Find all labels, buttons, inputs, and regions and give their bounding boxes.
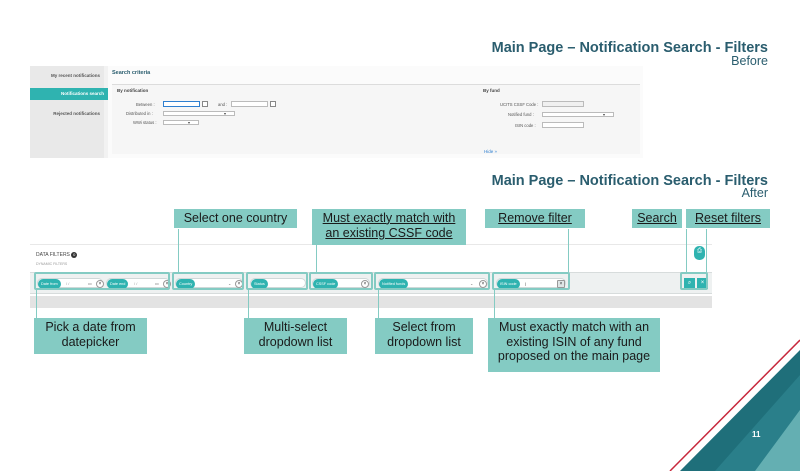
chevron-down-icon: ▾ <box>602 112 605 117</box>
close-icon[interactable]: × <box>163 280 171 288</box>
cssf-code-label: UCITS CSSF Code : <box>500 102 539 107</box>
subtitle-before: Before <box>731 54 768 68</box>
arrow-select <box>378 290 379 318</box>
title-after: Main Page – Notification Search - Filter… <box>491 173 768 189</box>
and-input[interactable] <box>231 101 268 107</box>
arrow-isin <box>494 290 495 318</box>
distributed-select[interactable]: ▾ <box>163 111 235 116</box>
page-number: 11 <box>752 430 761 439</box>
criteria-panel <box>112 84 640 154</box>
notified-fund-label: Notified fund : <box>508 112 534 117</box>
arrow-remove <box>568 229 569 272</box>
highlight-status <box>246 272 308 290</box>
close-icon[interactable]: × <box>557 280 565 288</box>
notified-funds-label: Notified funds <box>379 279 409 289</box>
callout-datepicker: Pick a date from datepicker <box>34 318 147 354</box>
isin-input-cursor[interactable]: | <box>525 281 527 286</box>
wwi-status-select[interactable]: ▾ <box>163 120 199 125</box>
date-end-label: Date end <box>107 279 129 289</box>
by-notification-heading: By notification <box>117 88 149 93</box>
highlight-buttons <box>680 272 708 290</box>
country-filter[interactable]: Country ⌄ × <box>175 278 243 289</box>
status-label: Status <box>251 279 268 289</box>
close-icon[interactable]: × <box>96 280 104 288</box>
reset-icon[interactable]: × <box>697 278 708 289</box>
country-label: Country <box>176 279 196 289</box>
wwi-status-label: WWi status : <box>133 120 157 125</box>
calendar-icon[interactable] <box>270 101 276 107</box>
highlight-cssf <box>309 272 373 290</box>
arrow-search <box>686 229 687 272</box>
chevron-down-icon[interactable]: ⌄ <box>228 281 232 286</box>
and-label: and : <box>218 102 228 107</box>
cssf-code-filter[interactable]: CSSF code × <box>312 278 370 289</box>
callout-remove-filter: Remove filter <box>485 209 585 228</box>
cssf-code-label: CSSF code <box>313 279 339 289</box>
arrow-cssf <box>316 244 317 272</box>
before-sidebar: My recent notifications Notifications se… <box>30 66 108 158</box>
sidebar-item-search[interactable]: Notifications search <box>30 88 108 100</box>
chevron-down-icon: ▾ <box>187 120 190 125</box>
data-filters-title: DATA FILTERS 0 <box>36 252 78 258</box>
highlight-country <box>172 272 244 290</box>
isin-code-label: ISIN code : <box>515 123 536 128</box>
arrow-country <box>178 229 179 272</box>
by-fund-heading: By fund <box>483 88 500 93</box>
calendar-icon[interactable] <box>202 101 208 107</box>
calendar-icon[interactable]: ▭ <box>155 281 159 286</box>
callout-select-dropdown: Select from dropdown list <box>375 318 473 354</box>
corner-light-shape <box>755 410 800 471</box>
highlight-dates <box>34 272 170 290</box>
isin-code-input[interactable] <box>542 122 584 128</box>
arrow-reset <box>706 229 707 272</box>
after-bottom-strip <box>30 296 712 308</box>
isin-code-filter[interactable]: ISIN code | × <box>496 278 566 289</box>
between-label: Between : <box>136 102 155 107</box>
hide-link[interactable]: Hide » <box>484 149 498 154</box>
subtitle-after: After <box>741 186 768 200</box>
distributed-label: Distributed in : <box>126 111 153 116</box>
chevron-down-icon: ▾ <box>223 111 226 116</box>
corner-decoration <box>669 339 800 471</box>
title-before: Main Page – Notification Search - Filter… <box>491 40 768 56</box>
highlight-notified <box>374 272 490 290</box>
highlight-isin <box>492 272 570 290</box>
search-icon[interactable]: ⌕ <box>684 278 695 289</box>
date-from-input[interactable]: / / <box>66 281 70 286</box>
isin-code-label: ISIN code <box>497 279 520 289</box>
callout-multiselect: Multi-select dropdown list <box>244 318 347 354</box>
chevron-down-icon[interactable]: ⌄ <box>470 281 474 286</box>
callout-reset-filters: Reset filters <box>686 209 770 228</box>
info-icon: 0 <box>71 252 78 258</box>
search-criteria-title: Search criteria <box>112 70 151 76</box>
date-from-label: Date from <box>38 279 61 289</box>
notified-fund-select[interactable]: ▾ <box>542 112 614 117</box>
sidebar-item-rejected[interactable]: Rejected notifications <box>53 111 100 116</box>
between-input[interactable] <box>163 101 200 107</box>
callout-cssf-match: Must exactly match with an existing CSSF… <box>312 209 466 245</box>
callout-isin-match: Must exactly match with an existing ISIN… <box>488 318 660 372</box>
date-from-filter[interactable]: Date from / / ▭ × <box>37 278 104 289</box>
calendar-icon[interactable]: ▭ <box>88 281 92 286</box>
dynamic-filters-label: DYNAMIC FILTERS <box>36 262 68 266</box>
export-icon[interactable]: ⎙ <box>694 246 705 260</box>
date-end-input[interactable]: / / <box>134 281 138 286</box>
arrow-multiselect <box>248 290 249 318</box>
callout-select-country: Select one country <box>174 209 297 228</box>
callout-search: Search <box>632 209 682 228</box>
close-icon[interactable]: × <box>361 280 369 288</box>
cssf-code-input[interactable] <box>542 101 584 107</box>
sidebar-item-recent[interactable]: My recent notifications <box>50 73 100 78</box>
close-icon[interactable]: × <box>479 280 487 288</box>
notified-funds-filter[interactable]: Notified funds ⌄ × <box>378 278 488 289</box>
status-filter[interactable]: Status <box>250 278 306 289</box>
arrow-date <box>36 290 37 318</box>
corner-red-line <box>669 339 800 471</box>
